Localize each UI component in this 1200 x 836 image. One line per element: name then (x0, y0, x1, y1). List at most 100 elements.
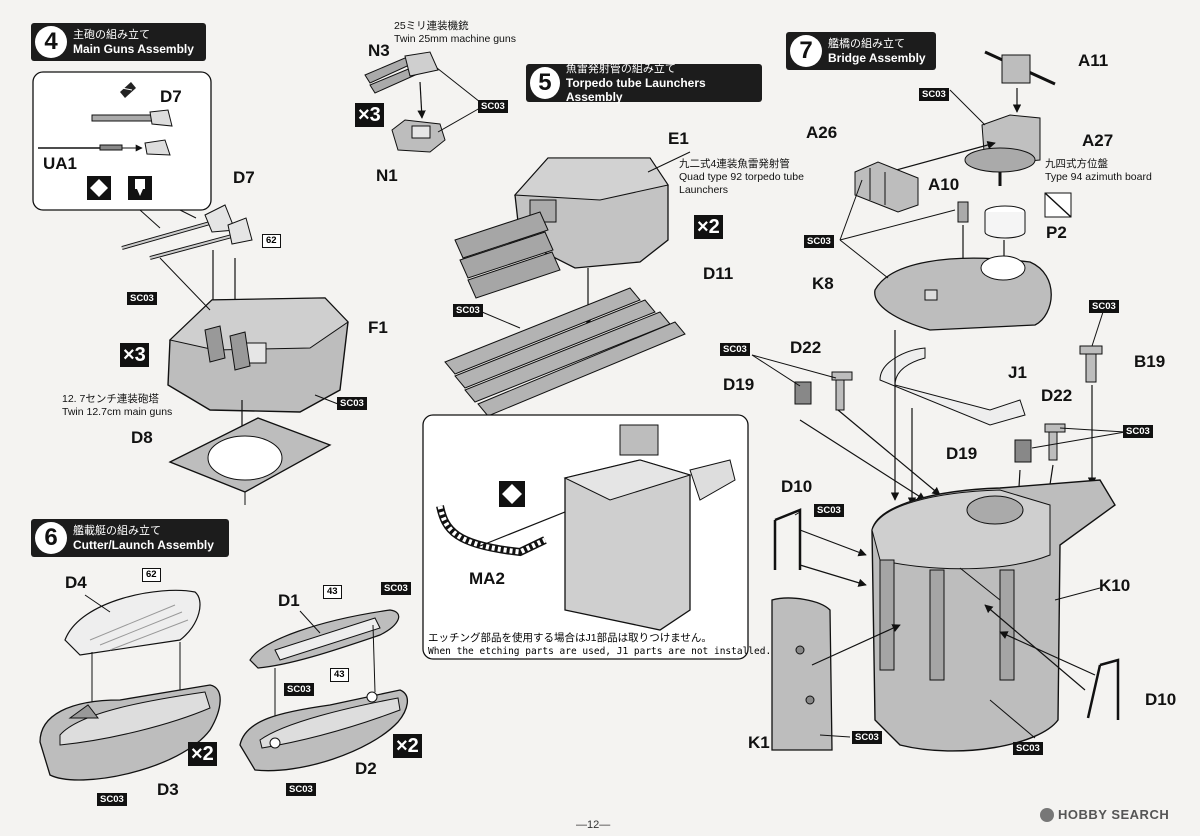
note-twin127: 12. 7センチ連装砲塔 Twin 12.7cm main guns (62, 393, 172, 419)
paint-sc03-base: SC03 (337, 397, 367, 410)
hull-d3 (39, 684, 221, 781)
label-d10-right: D10 (1145, 690, 1177, 709)
multiplier-turret: ×3 (120, 343, 149, 367)
label-a26: A26 (806, 123, 838, 142)
paint-43-canopy: 43 (323, 585, 342, 599)
label-d22-left: D22 (790, 338, 822, 357)
glue-diamond-icon (87, 176, 111, 200)
paint-sc03-k10: SC03 (1013, 742, 1043, 755)
step4-title-jp: 主砲の組み立て (73, 29, 150, 41)
label-d2: D2 (355, 759, 377, 778)
step7-number: 7 (790, 35, 822, 67)
torpedo-housing-e1 (513, 157, 669, 269)
paint-sc03-mg: SC03 (478, 100, 508, 113)
paint-sc03-d2-bottom: SC03 (286, 783, 316, 796)
canopy-d1 (249, 609, 400, 669)
label-ma2: MA2 (469, 569, 505, 588)
label-a27: A27 (1082, 131, 1114, 150)
knife-icon (120, 82, 136, 98)
paint-sc03-k8: SC03 (804, 235, 834, 248)
paint-sc03-d19-right: SC03 (1123, 425, 1153, 438)
label-b19: B19 (1134, 352, 1166, 371)
torpedo-tubes-e1 (454, 211, 561, 299)
detail-inset-box (32, 71, 212, 211)
paint-sc03-d2-left: SC03 (284, 683, 314, 696)
note-az94-en: Type 94 azimuth board (1045, 171, 1152, 183)
note-quad92-jp: 九二式4連装魚雷発射管 (679, 158, 790, 170)
label-d7: D7 (233, 168, 255, 187)
page-number: —12— (576, 819, 611, 831)
label-k1: K1 (748, 733, 770, 752)
post-a10 (957, 201, 969, 223)
step5-number: 5 (530, 67, 560, 99)
note-az94: 九四式方位盤 Type 94 azimuth board (1045, 158, 1152, 184)
multiplier-mg: ×3 (355, 103, 384, 127)
label-f1: F1 (368, 318, 388, 337)
note-twin25: 25ミリ連装機銃 Twin 25mm machine guns (394, 20, 516, 46)
paint-62-cover: 62 (142, 568, 161, 582)
glue-diamond-icon-ma2 (499, 481, 525, 507)
step5-title-en: Torpedo tube Launchers Assembly (565, 76, 706, 104)
label-d4: D4 (65, 573, 87, 592)
multiplier-d2: ×2 (393, 734, 422, 758)
label-j1: J1 (1008, 363, 1027, 382)
rail-d10-left (773, 508, 802, 570)
note-twin127-en: Twin 12.7cm main guns (62, 406, 173, 418)
paint-62-barrel: 62 (262, 234, 281, 248)
note-twin25-jp: 25ミリ連装機銃 (394, 20, 469, 32)
cylinder-p2 (984, 205, 1026, 239)
paint-sc03-a11: SC03 (919, 88, 949, 101)
paint-sc03-d19-left: SC03 (720, 343, 750, 356)
step7-title-en: Bridge Assembly (828, 51, 926, 65)
bridge-tower-detail (563, 424, 736, 631)
rail-d10-right (1086, 658, 1120, 720)
deck-k8 (874, 255, 1052, 331)
cement-tube-icon (128, 176, 152, 200)
lamp-d19-left (794, 381, 812, 405)
block-a26 (854, 161, 919, 213)
etched-rail-ma2 (436, 505, 547, 557)
watermark-logo-icon (1040, 807, 1054, 822)
multiplier-torpedo: ×2 (694, 215, 723, 239)
panel-k1 (771, 597, 833, 751)
label-a11: A11 (1078, 51, 1109, 70)
barrel-rod-inset (91, 114, 153, 122)
director-a27 (964, 114, 1041, 186)
label-e1: E1 (668, 129, 689, 148)
note-etching-en: When the etching parts are used, J1 part… (428, 646, 772, 657)
paint-sc03-canopy: SC03 (381, 582, 411, 595)
note-quad92-en2: Launchers (679, 184, 729, 196)
no-glue-icon (1044, 192, 1072, 218)
label-d10-left: D10 (781, 477, 813, 496)
turret-f1 (167, 297, 349, 413)
bridge-body-k10 (871, 479, 1116, 752)
paint-sc03-turret: SC03 (127, 292, 157, 305)
paint-sc03-k1: SC03 (852, 731, 882, 744)
paint-sc03-b19: SC03 (1089, 300, 1119, 313)
label-ua1: UA1 (43, 154, 78, 173)
label-n1: N1 (376, 166, 398, 185)
step4-number: 4 (35, 26, 67, 58)
mast-d22-left (831, 371, 853, 411)
rangefinder-a11 (984, 50, 1056, 86)
lamp-d19-right (1014, 439, 1032, 463)
windscreen-j1 (879, 347, 1026, 426)
label-d11: D11 (703, 264, 734, 283)
mount-n1 (391, 119, 446, 153)
note-twin25-en: Twin 25mm machine guns (394, 33, 516, 45)
cover-d4 (64, 589, 201, 656)
twin-25mm-n3 (364, 51, 439, 94)
mast-d22-right (1044, 423, 1066, 461)
multiplier-d3: ×2 (188, 742, 217, 766)
label-d8: D8 (131, 428, 153, 447)
note-twin127-jp: 12. 7センチ連装砲塔 (62, 393, 159, 405)
paint-sc03-torpedo: SC03 (453, 304, 483, 317)
label-d22-right: D22 (1041, 386, 1073, 405)
label-p2: P2 (1046, 223, 1067, 242)
label-d19-right: D19 (946, 444, 978, 463)
